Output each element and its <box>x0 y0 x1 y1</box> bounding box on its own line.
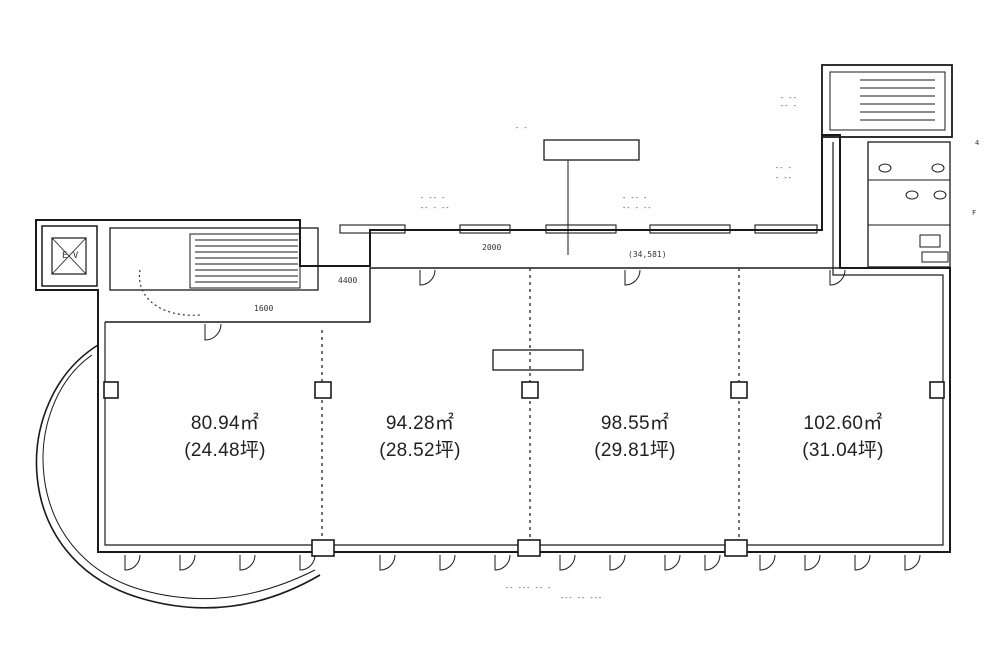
dimension-4400: 4400 <box>338 276 358 285</box>
dimension-1600: 1600 <box>254 304 274 313</box>
svg-text:- --: - -- <box>780 94 797 102</box>
room-area-sqm: 80.94㎡ <box>190 413 260 434</box>
wc-block <box>867 141 951 268</box>
column <box>517 539 541 557</box>
svg-text:-- --- -- -: -- --- -- - <box>505 584 551 592</box>
room-4-area: 102.60㎡ (31.04坪) <box>773 410 913 464</box>
column <box>103 381 119 399</box>
column <box>521 381 539 399</box>
column <box>730 381 748 399</box>
svg-text:-- - --: -- - -- <box>622 204 652 212</box>
curved-balcony <box>35 344 321 609</box>
column <box>314 381 332 399</box>
room-1-area: 80.94㎡ (24.48坪) <box>160 410 290 464</box>
svg-text:-- -: -- - <box>780 102 797 110</box>
room-area-tsubo: (24.48坪) <box>184 440 266 461</box>
room-3-area: 98.55㎡ (29.81坪) <box>570 410 700 464</box>
svg-text:-- - --: -- - -- <box>420 204 450 212</box>
room-2-area: 94.28㎡ (28.52坪) <box>355 410 485 464</box>
room-area-tsubo: (31.04坪) <box>802 440 884 461</box>
room-area-sqm: 98.55㎡ <box>600 413 670 434</box>
room-area-sqm: 94.28㎡ <box>385 413 455 434</box>
svg-text:-- -: -- - <box>775 164 792 172</box>
stair-left <box>109 227 319 291</box>
column <box>929 381 945 399</box>
corridor-wall <box>105 267 940 323</box>
svg-text:F: F <box>972 209 976 217</box>
column <box>724 539 748 557</box>
label-elevator: E V <box>62 251 79 261</box>
svg-text:- -- -: - -- - <box>420 194 445 202</box>
svg-text:- -- -: - -- - <box>622 194 647 202</box>
stair-tower-right <box>821 64 953 138</box>
room-area-tsubo: (29.81坪) <box>594 440 676 461</box>
elevator-box <box>41 225 98 287</box>
svg-text:4: 4 <box>975 139 979 147</box>
dimension-2000: 2000 <box>482 243 502 252</box>
room-area-tsubo: (28.52坪) <box>379 440 461 461</box>
column <box>311 539 335 557</box>
svg-text:- --: - -- <box>775 174 792 182</box>
inner-wall <box>104 142 944 546</box>
outer-wall <box>35 134 951 553</box>
svg-text:- -: - - <box>515 124 528 132</box>
room-area-sqm: 102.60㎡ <box>803 413 883 434</box>
dimension-total: (34,581) <box>628 250 667 259</box>
svg-text:--- -- ---: --- -- --- <box>560 594 602 602</box>
